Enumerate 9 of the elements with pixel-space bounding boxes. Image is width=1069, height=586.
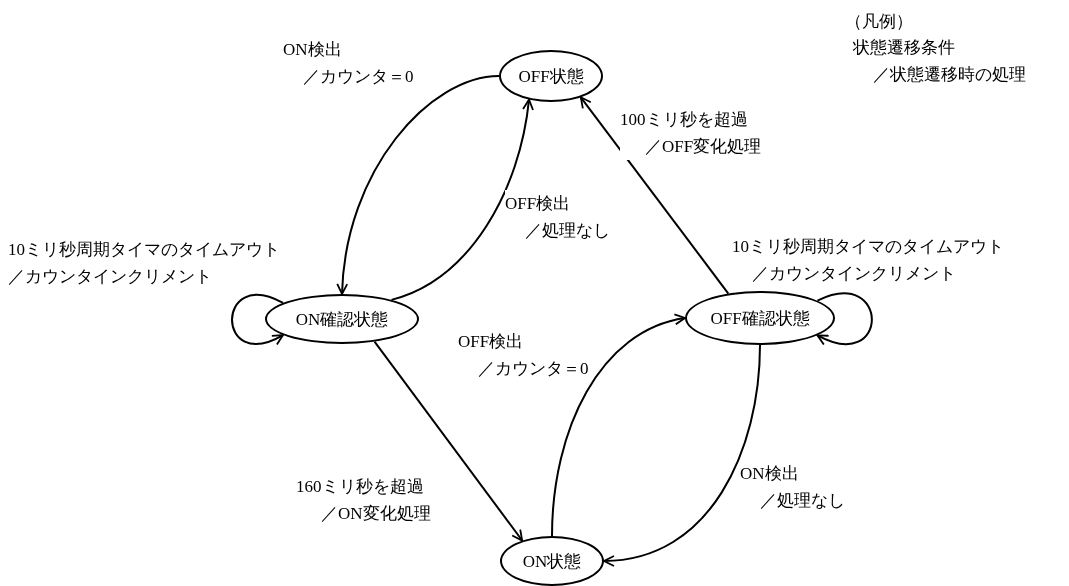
- state-ellipse: OFF確認状態: [685, 291, 835, 345]
- state-ellipse: OFF状態: [499, 50, 603, 102]
- state-ellipse: ON確認状態: [265, 294, 419, 344]
- transition-arrow: [603, 344, 761, 566]
- transition-arrow: [551, 314, 686, 537]
- self-loop-arrow: [231, 293, 284, 345]
- state-ellipse: ON状態: [500, 536, 604, 586]
- self-loop-arrow: [816, 292, 873, 346]
- transition-arrow: [336, 75, 500, 295]
